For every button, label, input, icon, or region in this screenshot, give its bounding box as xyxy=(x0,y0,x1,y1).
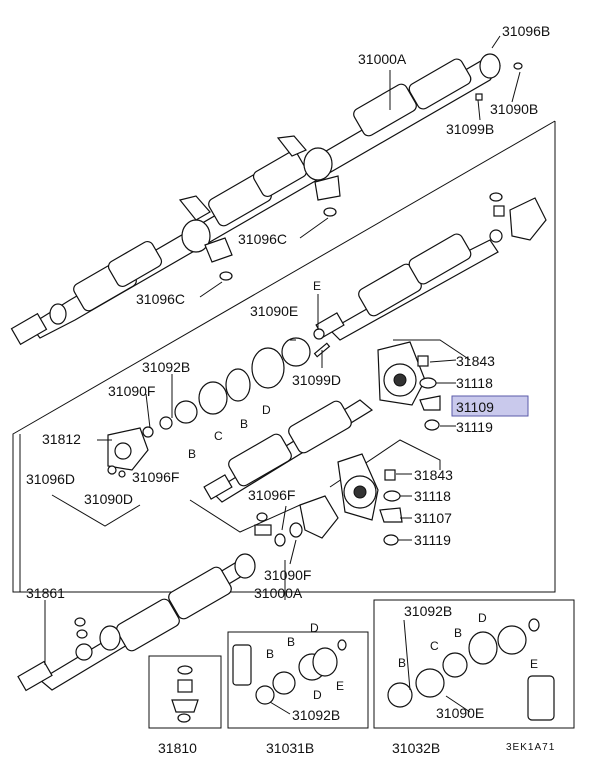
diagram-code: 3EK1A71 xyxy=(506,742,555,753)
label-31119-1[interactable]: 31119 xyxy=(456,419,493,435)
label-31118-1[interactable]: 31118 xyxy=(456,375,493,391)
label-31032b[interactable]: 31032B xyxy=(392,740,440,756)
label-31096b[interactable]: 31096B xyxy=(502,23,550,39)
label-31092b-2[interactable]: 31092B xyxy=(292,707,340,723)
label-d-1[interactable]: D xyxy=(262,403,271,417)
highlight-box-31109 xyxy=(451,395,529,417)
kit-31032b xyxy=(387,618,555,721)
label-b-5[interactable]: B xyxy=(454,626,462,640)
kit-31031b xyxy=(232,639,347,705)
kit-31810 xyxy=(171,665,199,723)
middle-propeller-shaft xyxy=(107,192,547,478)
label-31000a-top[interactable]: 31000A xyxy=(358,51,407,67)
label-31096c-2[interactable]: 31096C xyxy=(136,291,185,307)
label-31119-2[interactable]: 31119 xyxy=(414,532,451,548)
label-31092b-3[interactable]: 31092B xyxy=(404,603,452,619)
lower-propeller-shaft xyxy=(17,553,256,692)
label-31843-2[interactable]: 31843 xyxy=(414,467,453,483)
center-bearing-group xyxy=(337,341,441,546)
label-d-3[interactable]: D xyxy=(478,611,487,625)
label-c-2[interactable]: C xyxy=(430,639,439,653)
label-31096d[interactable]: 31096D xyxy=(26,471,75,487)
label-31118-2[interactable]: 31118 xyxy=(414,488,451,504)
label-e-2[interactable]: E xyxy=(336,679,344,693)
label-31099d[interactable]: 31099D xyxy=(292,372,341,388)
label-31096f-1[interactable]: 31096F xyxy=(132,469,179,485)
label-d-2b[interactable]: D xyxy=(313,688,322,702)
label-31090f-2[interactable]: 31090F xyxy=(264,567,311,583)
label-31843-1[interactable]: 31843 xyxy=(456,353,495,369)
label-31109[interactable]: 31109 xyxy=(456,399,494,415)
label-31090b[interactable]: 31090B xyxy=(490,101,538,117)
label-b-1[interactable]: B xyxy=(188,447,196,461)
label-31090d[interactable]: 31090D xyxy=(84,491,133,507)
label-c-1[interactable]: C xyxy=(214,429,223,443)
label-31096c-1[interactable]: 31096C xyxy=(238,231,287,247)
label-31861[interactable]: 31861 xyxy=(26,585,65,601)
label-b-2[interactable]: B xyxy=(240,417,248,431)
label-b-3b[interactable]: B xyxy=(287,635,295,649)
label-e-1[interactable]: E xyxy=(313,279,321,293)
label-e-3[interactable]: E xyxy=(530,657,538,671)
label-b-4[interactable]: B xyxy=(398,656,406,670)
leader-lines xyxy=(44,35,521,715)
part-labels[interactable]: 31000A 31096B 31090B 31099B 31096C 31096… xyxy=(26,23,555,756)
label-31099b[interactable]: 31099B xyxy=(446,121,494,137)
panel-outlines xyxy=(12,120,575,729)
label-31090e-1[interactable]: 31090E xyxy=(250,303,298,319)
lower-middle-shaft xyxy=(203,399,374,547)
label-31090e-2[interactable]: 31090E xyxy=(436,705,484,721)
label-b-3[interactable]: B xyxy=(266,647,274,661)
label-31031b[interactable]: 31031B xyxy=(266,740,314,756)
label-31092b-1[interactable]: 31092B xyxy=(142,359,190,375)
label-d-2[interactable]: D xyxy=(310,621,319,635)
label-31810[interactable]: 31810 xyxy=(158,740,197,756)
label-31096f-2[interactable]: 31096F xyxy=(248,487,295,503)
label-31000a-bottom[interactable]: 31000A xyxy=(254,585,303,601)
label-31090f-1[interactable]: 31090F xyxy=(108,383,155,399)
label-31107[interactable]: 31107 xyxy=(414,510,452,526)
label-31812[interactable]: 31812 xyxy=(42,431,81,447)
upper-propeller-shaft xyxy=(10,53,523,346)
